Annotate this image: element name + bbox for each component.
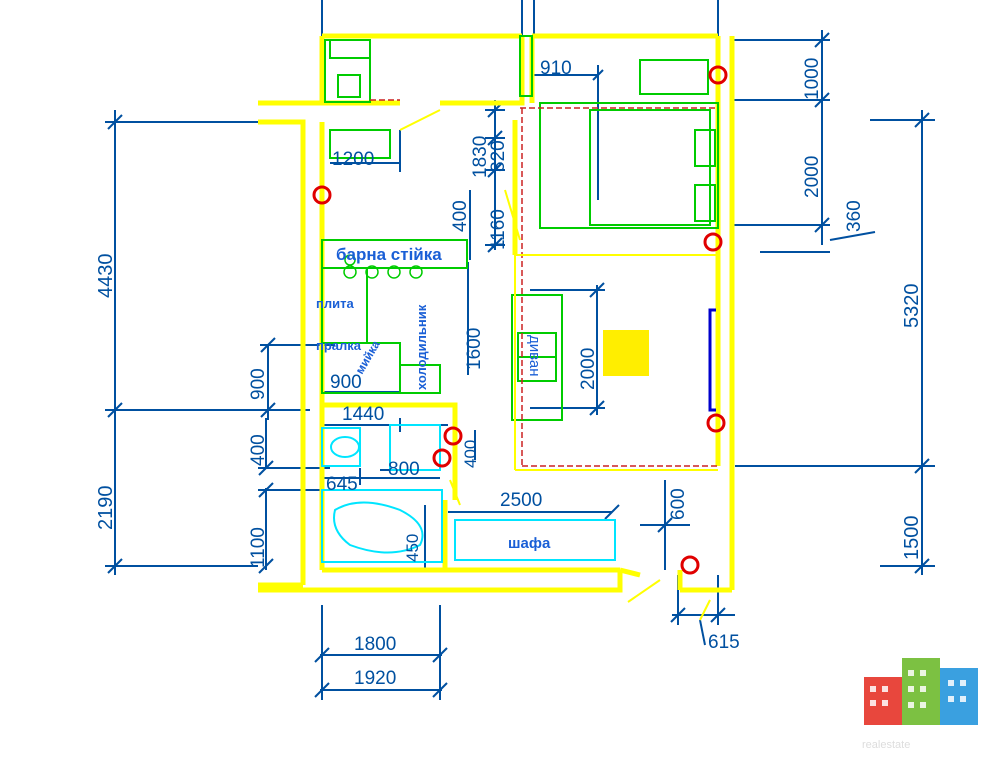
- dim-1160: 1160: [488, 209, 509, 250]
- furniture: [321, 35, 719, 421]
- dim-2500: 2500: [500, 490, 542, 511]
- dim-820: 820: [488, 140, 509, 172]
- curtains: [370, 99, 718, 467]
- dim-360: 360: [844, 200, 865, 232]
- label-stove: плита: [316, 296, 354, 311]
- dim-2000-b: 2000: [578, 348, 599, 390]
- dim-1830: 1830: [470, 136, 491, 178]
- electric-markers: [312, 65, 728, 575]
- dim-910: 910: [540, 58, 572, 79]
- room-labels: барна стійка плита пралка мийка холодиль…: [316, 245, 551, 552]
- dim-1920: 1920: [354, 668, 396, 689]
- room-divider: [514, 254, 718, 471]
- label-wardrobe: шафа: [508, 535, 551, 552]
- dim-4430: 4430: [95, 254, 117, 299]
- dim-1000: 1000: [802, 58, 823, 100]
- dim-800: 800: [388, 459, 420, 480]
- doors: [399, 109, 711, 621]
- chairs: [343, 254, 423, 279]
- dim-400-c: 400: [461, 440, 480, 468]
- dim-600: 600: [668, 488, 689, 520]
- dim-900-a: 900: [248, 368, 269, 400]
- brand-logo: realestate: [862, 658, 978, 751]
- label-washer: пралка: [316, 338, 362, 353]
- dim-1800: 1800: [354, 634, 396, 655]
- dim-1100: 1100: [248, 527, 269, 568]
- label-bar-counter: барна стійка: [336, 245, 442, 264]
- dimension-labels: 910 1000 1200 1830 820 1160 400 2000 360…: [95, 58, 923, 689]
- dim-400-a: 400: [450, 200, 471, 232]
- label-fridge: холодильник: [414, 304, 429, 390]
- dim-1440: 1440: [342, 404, 384, 425]
- dim-645: 645: [326, 474, 358, 495]
- dimension-lines: [105, 0, 935, 700]
- rug: [603, 330, 649, 376]
- dim-1200: 1200: [332, 149, 374, 170]
- dim-1500: 1500: [901, 516, 923, 561]
- tv-unit: [708, 308, 716, 412]
- dim-2190: 2190: [95, 486, 117, 531]
- dim-400-b: 400: [248, 434, 269, 466]
- dim-900-b: 900: [330, 372, 362, 393]
- dim-1600: 1600: [464, 328, 485, 370]
- logo-watermark: realestate: [862, 739, 910, 751]
- dim-450: 450: [403, 534, 422, 562]
- dim-2000-a: 2000: [802, 156, 823, 198]
- dim-615: 615: [708, 632, 740, 653]
- label-sofa: диван: [526, 335, 543, 377]
- dimension-ticks: [107, 32, 930, 698]
- bath-fixtures: [321, 424, 616, 563]
- dim-5320: 5320: [901, 284, 923, 329]
